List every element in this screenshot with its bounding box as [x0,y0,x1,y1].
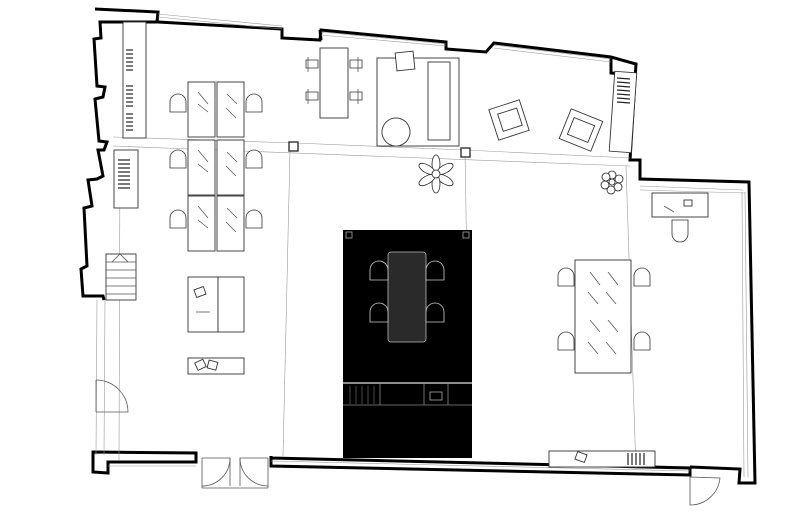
bookshelf-left-top [122,21,147,139]
plant-icon [418,154,454,194]
chairs-left-cluster [169,93,263,229]
lounge-sofa [376,50,460,147]
glazing-lines [108,13,749,478]
armchair [488,99,530,141]
column [460,147,471,158]
entrance-double-door [201,457,269,489]
side-door [95,379,129,413]
desk-pair-lower-left [187,276,245,333]
bench-lower-left [187,357,245,375]
right-table [557,259,651,374]
armchair [558,108,604,152]
top-table [305,47,363,119]
plant-icon [600,170,624,195]
corner-desk [651,192,709,243]
staircase [105,253,137,301]
meeting-room [343,230,472,458]
bookshelf-right [608,70,638,154]
bottom-right-door [689,476,721,506]
column [288,141,299,152]
bookshelf-left-bottom [113,149,139,209]
desk-cluster-left [187,81,245,252]
exterior-walls [79,7,757,485]
bench-bottom-right [548,450,656,468]
